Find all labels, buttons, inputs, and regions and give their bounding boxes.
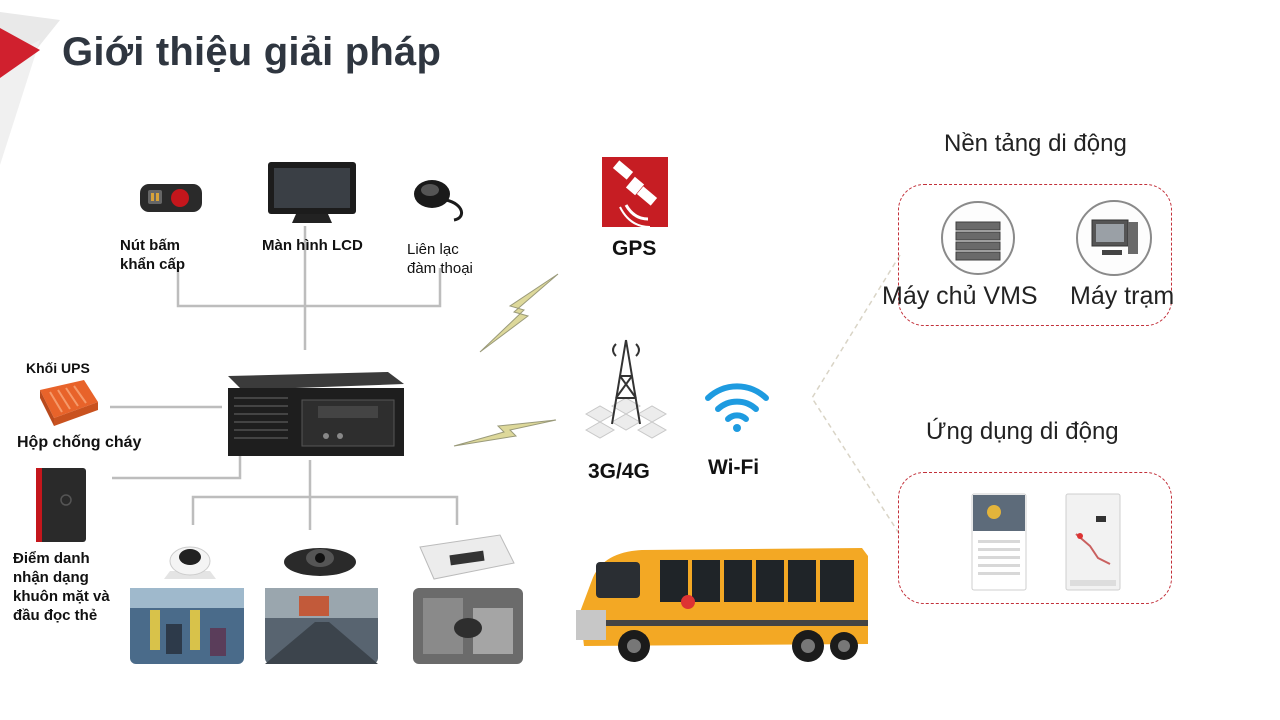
bus-interior-camera-feed	[130, 588, 244, 664]
dome-camera-icon	[164, 546, 216, 579]
wifi-icon	[705, 383, 769, 432]
door-camera-feed	[413, 588, 523, 664]
workstation-icon	[1076, 200, 1152, 276]
page-title: Giới thiệu giải pháp	[62, 30, 442, 74]
emergency-button-icon	[140, 184, 202, 212]
wireless-link-bolt-icon	[453, 419, 557, 447]
cell-tower-icon	[584, 339, 668, 439]
ups-label: Khối UPS	[26, 360, 90, 376]
mobile-app-heading: Ứng dụng di động	[926, 418, 1119, 445]
gps-satellite-icon	[602, 157, 668, 228]
vms-server-icon	[941, 201, 1015, 275]
platform-box	[898, 184, 1172, 326]
workstation-label: Máy trạm	[1070, 282, 1175, 310]
attendance-label: Điểm danh nhận dạng khuôn mặt và đầu đọc…	[13, 550, 110, 624]
school-bus-icon	[576, 548, 868, 662]
platform-heading: Nền tảng di động	[944, 130, 1127, 157]
mobile-app-box	[898, 472, 1172, 604]
ups-module-icon	[40, 380, 98, 426]
phone-app-screen-map	[971, 493, 1027, 591]
face-recognition-terminal-icon	[36, 468, 86, 542]
vms-server-label: Máy chủ VMS	[882, 282, 1038, 310]
road-camera-feed	[265, 588, 378, 664]
cellular-label: 3G/4G	[588, 460, 650, 483]
passenger-counting-camera-icon	[419, 534, 515, 580]
lcd-monitor-icon	[268, 162, 356, 223]
phone-app-screen-route	[1065, 493, 1121, 591]
gps-label: GPS	[612, 237, 657, 260]
emergency-button-label: Nút bấm khẩn cấp	[120, 237, 186, 273]
vehicle-side-camera-icon	[284, 548, 356, 576]
intercom-label: Liên lạc đàm thoại	[407, 241, 473, 277]
lcd-label: Màn hình LCD	[262, 237, 363, 254]
intercom-microphone-icon	[414, 180, 463, 222]
brand-corner-logo	[0, 12, 60, 165]
mobile-dvr-icon	[228, 372, 404, 456]
fireproof-box-label: Hộp chống cháy	[17, 434, 142, 451]
wifi-label: Wi-Fi	[708, 456, 760, 479]
wireless-link-bolt-icon	[479, 273, 559, 353]
